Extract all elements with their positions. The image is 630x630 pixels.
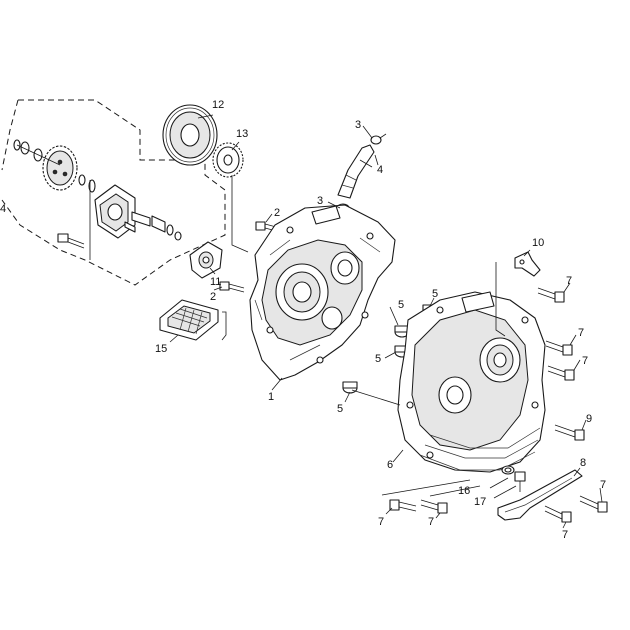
callout-1: 1 — [268, 391, 274, 403]
callout-7-c: 7 — [582, 355, 588, 367]
bolt-part-7-f — [389, 499, 417, 512]
bolt-part-7-e — [544, 505, 572, 523]
callout-13: 13 — [236, 128, 248, 140]
callout-7-a: 7 — [566, 275, 572, 287]
callout-3-upper: 3 — [355, 119, 361, 131]
callout-6: 6 — [387, 459, 393, 471]
bolt-part-2-lower — [219, 281, 245, 293]
subassembly-dashed-left — [1, 99, 19, 171]
callout-17: 17 — [474, 496, 486, 508]
breather-hose-part-4 — [337, 144, 375, 199]
subassembly-dashed-outline — [1, 99, 226, 286]
callout-4-left: 4 — [0, 203, 6, 215]
bolt-part-7-g — [420, 499, 448, 514]
guide-plate-part-8 — [497, 469, 583, 521]
oil-pump-gear — [13, 139, 96, 193]
callout-5-d: 5 — [337, 403, 343, 415]
callout-16: 16 — [458, 485, 470, 497]
bolt-part-7-c — [547, 365, 575, 381]
callout-labels: 1 2 2 3 3 4 4 5 5 5 5 6 7 7 7 7 7 7 7 8 … — [0, 99, 606, 541]
callout-5-c: 5 — [375, 353, 381, 365]
dowel-pin-part-5-d — [342, 381, 358, 394]
gear-disc-part-12 — [162, 104, 218, 166]
callout-10: 10 — [532, 237, 544, 249]
leader-lines — [89, 114, 603, 529]
pump-cover-part-11 — [189, 241, 223, 279]
callout-11: 11 — [210, 276, 221, 288]
drain-bolt-part-16 — [514, 471, 526, 492]
oil-pump-body — [94, 184, 182, 241]
callout-7-d: 7 — [600, 479, 606, 491]
callout-7-b: 7 — [578, 327, 584, 339]
bolt-part-7-d — [579, 495, 608, 513]
bracket-part-10 — [514, 251, 541, 277]
bolt-subassembly — [57, 233, 85, 249]
callout-5-b: 5 — [432, 288, 438, 300]
left-crankcase-part-1 — [249, 204, 396, 381]
hose-clamp-part-3-upper — [370, 133, 387, 145]
callout-5-a: 5 — [398, 299, 404, 311]
callout-8: 8 — [580, 457, 586, 469]
callout-7-g: 7 — [428, 516, 434, 528]
right-crankcase-part-6 — [397, 291, 546, 473]
strainer-screen-part-15 — [159, 299, 219, 341]
callout-2-lower: 2 — [210, 291, 216, 303]
callout-9: 9 — [586, 413, 592, 425]
bolt-part-7-b — [545, 340, 573, 356]
callout-3-lower: 3 — [317, 195, 323, 207]
callout-12: 12 — [212, 99, 224, 111]
sprocket-gear-part-13 — [212, 142, 244, 178]
washer-part-17 — [501, 465, 515, 475]
bolt-part-7-a — [537, 287, 565, 303]
callout-2-upper: 2 — [274, 207, 280, 219]
bolt-part-9 — [554, 424, 585, 441]
callout-4-hose: 4 — [377, 164, 383, 176]
callout-7-f: 7 — [378, 516, 384, 528]
callout-15: 15 — [155, 343, 167, 355]
callout-7-e: 7 — [562, 529, 568, 541]
